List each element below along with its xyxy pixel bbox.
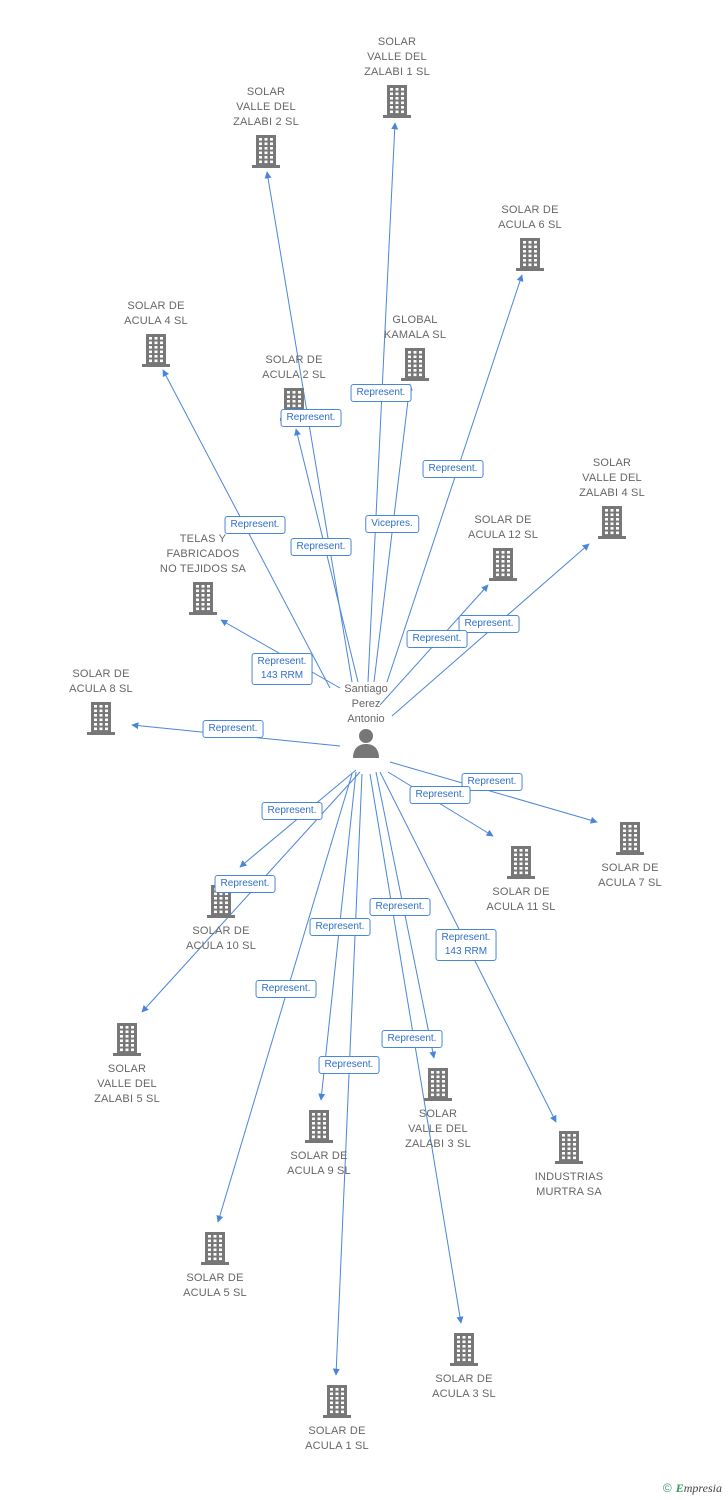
edge-acula1 [332,773,363,1376]
relation-badge-acula7[interactable]: Represent. [461,773,523,791]
relation-badge-acula3[interactable]: Represent. [381,1030,443,1048]
building-icon [598,506,626,539]
relation-badge-acula4[interactable]: Represent. [224,516,286,534]
edge-acula9 [318,771,357,1101]
relation-badge-zalabi4[interactable]: Represent. [458,615,520,633]
relation-badge-acula8[interactable]: Represent. [202,720,264,738]
edge-acula5 [216,773,353,1223]
edge-acula6 [386,274,524,683]
building-icon [87,702,115,735]
relation-badge-murtra[interactable]: Represent.143 RRM [435,929,497,961]
relation-badge-acula6[interactable]: Represent. [422,460,484,478]
building-icon [489,548,517,581]
edge-zalabi1 [367,122,399,683]
edge-acula11 [387,771,494,837]
building-icon [616,822,644,855]
relation-badge-global[interactable]: Vicepres. [365,515,419,533]
edge-zalabi2 [264,171,353,683]
relation-badge-zalabi5[interactable]: Represent. [214,875,276,893]
building-icon [323,1385,351,1418]
building-icon [142,334,170,367]
relation-badge-acula1[interactable]: Represent. [318,1056,380,1074]
relation-badge-acula2[interactable]: Represent. [290,538,352,556]
building-icon [201,1232,229,1265]
relation-badge-acula9[interactable]: Represent. [309,918,371,936]
edge-acula7 [389,761,598,824]
building-icon [450,1333,478,1366]
relation-badge-acula12[interactable]: Represent. [406,630,468,648]
brand-logo: ©Empresia [662,1481,722,1495]
person-node[interactable]: Santiago Perez Antonio [316,682,416,764]
relation-badge-telas[interactable]: Represent.143 RRM [251,653,313,685]
person-label: Santiago Perez Antonio [344,683,388,725]
relation-badge-zalabi3[interactable]: Represent. [369,898,431,916]
building-icon [305,1110,333,1143]
person-icon [353,729,379,758]
edge-global [373,383,413,683]
building-icon [383,85,411,118]
relation-badge-zalabi1[interactable]: Represent. [350,384,412,402]
building-icon [401,348,429,381]
relation-badge-acula5[interactable]: Represent. [255,980,317,998]
building-icon [252,135,280,168]
relation-badge-zalabi2[interactable]: Represent. [280,409,342,427]
building-icon [424,1068,452,1101]
building-icon [516,238,544,271]
building-icon [555,1131,583,1164]
edge-acula3 [369,773,464,1324]
building-icon [507,846,535,879]
building-icon [113,1023,141,1056]
building-icon [189,582,217,615]
relation-badge-acula11[interactable]: Represent. [409,786,471,804]
relation-badge-acula10[interactable]: Represent. [261,802,323,820]
